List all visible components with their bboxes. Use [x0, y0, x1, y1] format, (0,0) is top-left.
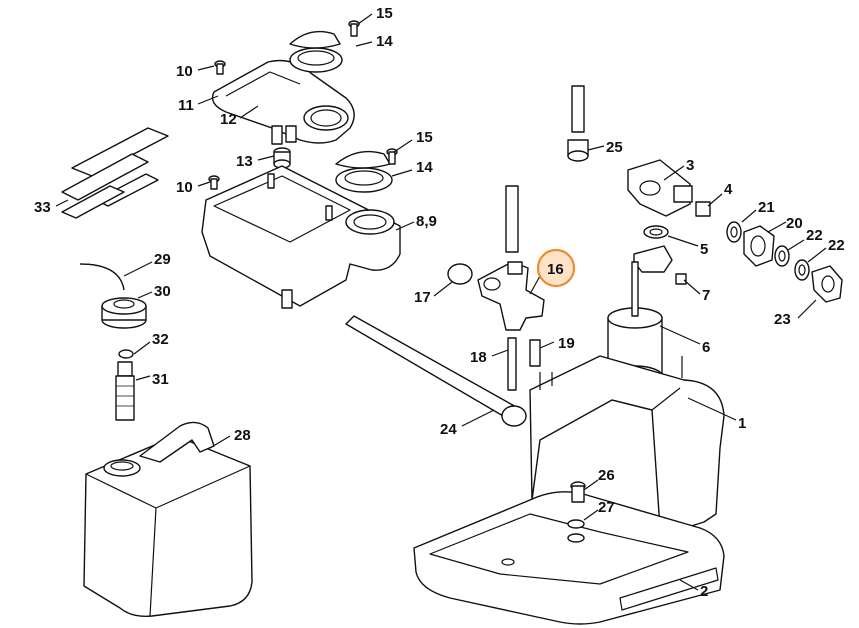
callout-14-upper: 14 — [376, 33, 393, 50]
callout-20: 20 — [786, 215, 803, 232]
seal-strips-part-33 — [61, 127, 169, 219]
coupling-part-20 — [743, 225, 775, 267]
callout-13: 13 — [236, 153, 253, 170]
stand-part-1 — [529, 355, 725, 533]
ring-part-32 — [118, 349, 134, 359]
callout-18: 18 — [470, 349, 487, 366]
leader-lines — [55, 13, 827, 591]
cap-part-4 — [695, 201, 711, 217]
screw-part-15-lower — [386, 148, 398, 165]
hose-part-29 — [79, 263, 125, 291]
cover-part-11-12 — [211, 59, 355, 145]
callout-7: 7 — [702, 287, 710, 304]
callout-2: 2 — [700, 583, 708, 600]
callout-12: 12 — [220, 111, 237, 128]
callout-28: 28 — [234, 427, 251, 444]
callout-24: 24 — [440, 421, 457, 438]
callout-5: 5 — [700, 241, 708, 258]
callout-29: 29 — [154, 251, 171, 268]
pump-block-part-3 — [627, 159, 693, 217]
ring-part-21 — [726, 221, 742, 243]
callout-15-lower: 15 — [416, 129, 433, 146]
callout-22-a: 22 — [806, 227, 823, 244]
callout-22-b: 22 — [828, 237, 845, 254]
bushing-part-13 — [273, 147, 291, 169]
callout-31: 31 — [152, 371, 169, 388]
housing-part-8-9 — [201, 165, 401, 309]
callout-1: 1 — [738, 415, 746, 432]
callout-27: 27 — [598, 499, 615, 516]
ring-part-5 — [643, 225, 669, 239]
callout-14-lower: 14 — [416, 159, 433, 176]
pin-part-19 — [529, 339, 541, 367]
callout-labels: 1 2 3 4 5 6 7 8,9 10 10 11 12 13 14 14 1… — [34, 5, 845, 600]
callout-4: 4 — [724, 181, 733, 198]
callout-10-upper: 10 — [176, 63, 193, 80]
callout-17: 17 — [414, 289, 431, 306]
disc-part-17 — [447, 263, 473, 285]
cap-part-30 — [101, 297, 147, 329]
screw-part-15-upper — [348, 20, 360, 37]
callout-30: 30 — [154, 283, 171, 300]
callout-33: 33 — [34, 199, 51, 216]
callout-8-9: 8,9 — [416, 213, 437, 230]
lid-part-14-upper — [289, 30, 343, 73]
callout-32: 32 — [152, 331, 169, 348]
valve-part-16 — [477, 185, 545, 331]
callout-26: 26 — [598, 467, 615, 484]
canister-part-28 — [83, 421, 253, 618]
callout-15-upper: 15 — [376, 5, 393, 22]
washer-part-27 — [567, 519, 585, 543]
ring-part-22-b — [794, 259, 810, 281]
screw-part-10-upper — [214, 60, 226, 75]
highlight-marker-16 — [536, 248, 576, 288]
screw-part-26 — [570, 481, 586, 503]
lance-part-24 — [345, 315, 527, 427]
connector-part-23 — [811, 265, 843, 303]
callout-19: 19 — [558, 335, 575, 352]
callout-21: 21 — [758, 199, 775, 216]
filter-part-31 — [115, 361, 135, 421]
callout-3: 3 — [686, 157, 694, 174]
callout-6: 6 — [702, 339, 710, 356]
callout-25: 25 — [606, 139, 623, 156]
callout-23: 23 — [774, 311, 791, 328]
bracket-part-7 — [633, 245, 687, 285]
nozzle-part-25 — [567, 85, 589, 162]
lid-part-14-lower — [335, 150, 393, 193]
pin-part-18 — [507, 337, 517, 391]
callout-16: 16 — [547, 261, 564, 278]
screw-part-10-lower — [208, 175, 220, 190]
ring-part-22-a — [774, 245, 790, 267]
callout-10-lower: 10 — [176, 179, 193, 196]
callout-11: 11 — [178, 97, 194, 114]
